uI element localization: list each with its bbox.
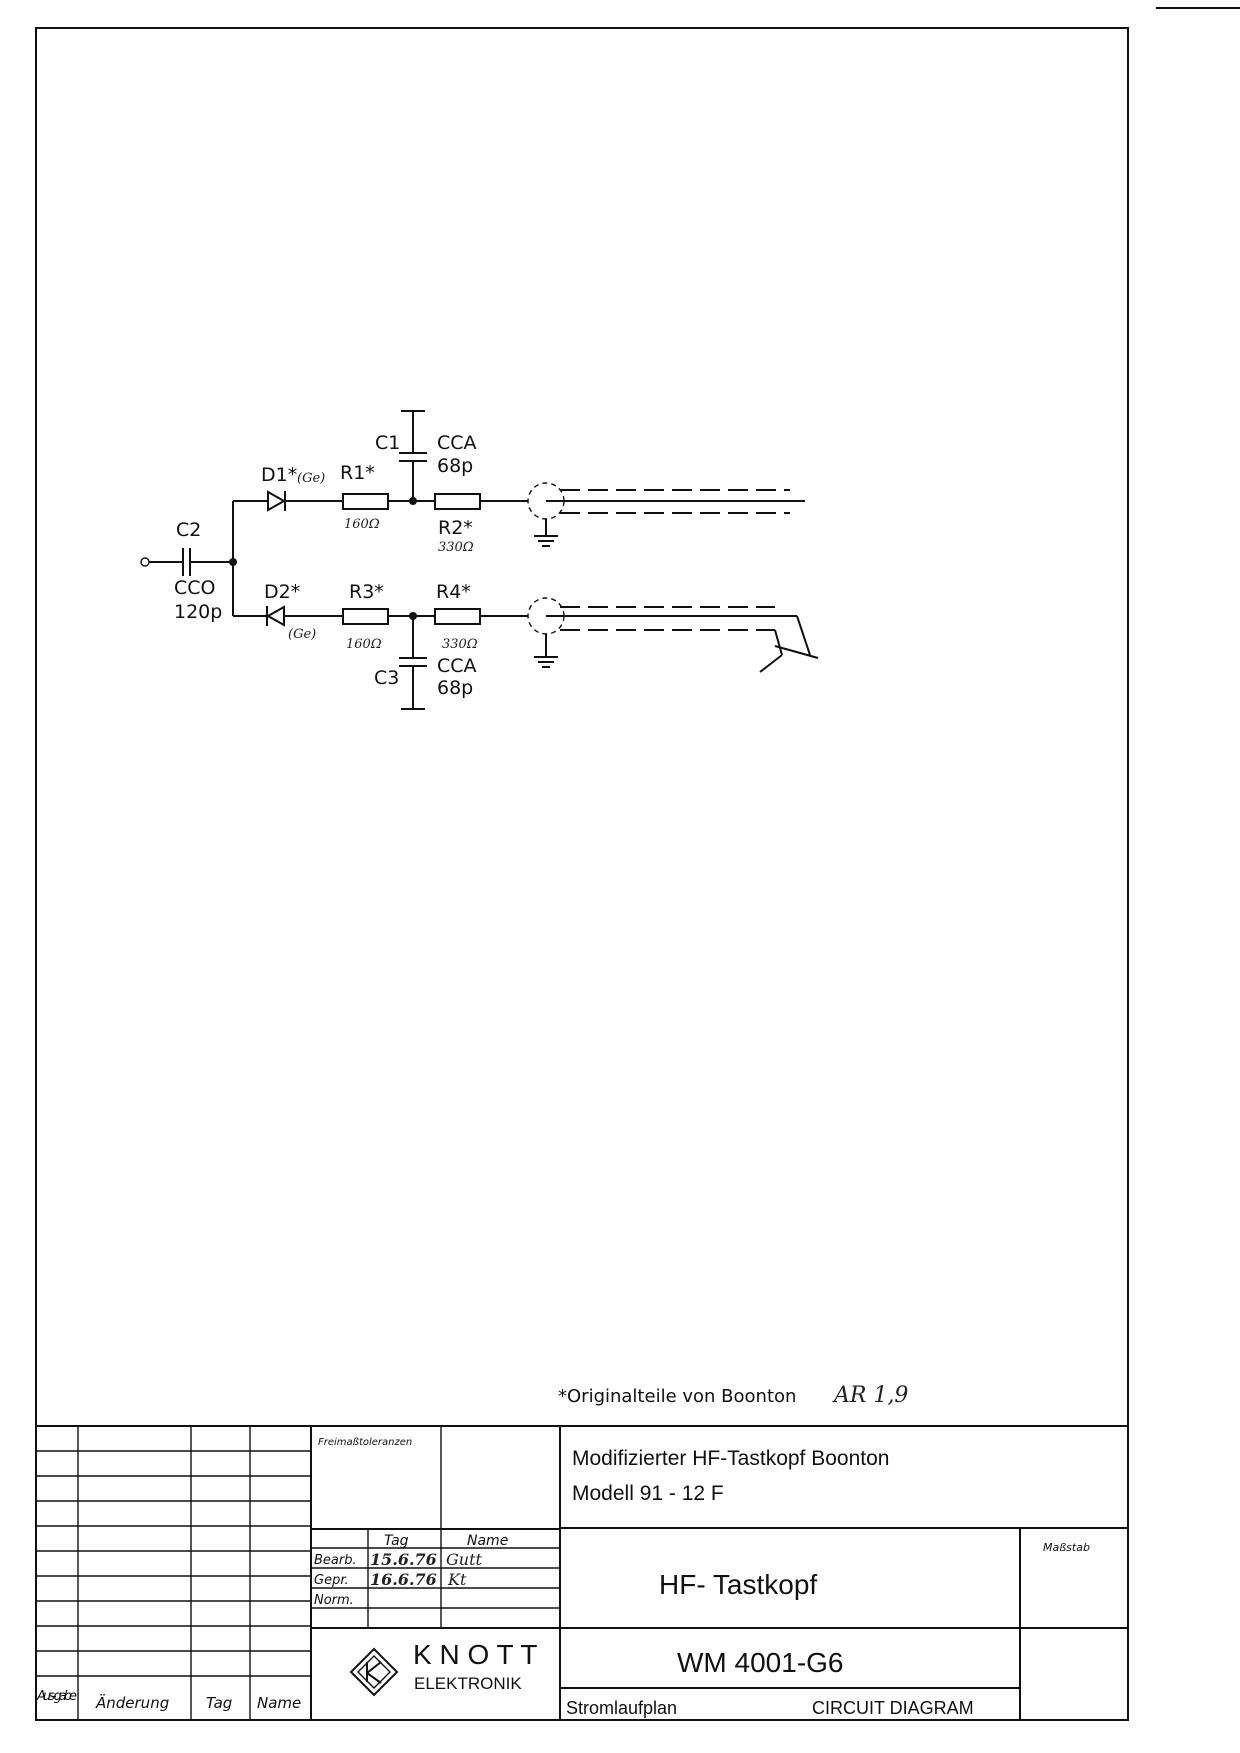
r3-ref: R3*	[349, 581, 384, 603]
resistor-r4	[434, 608, 481, 625]
c3-type: CCA	[437, 655, 477, 677]
c2-type: CCO	[174, 577, 216, 599]
drawing-number: WM 4001-G6	[677, 1647, 844, 1678]
company-name: K N O T T	[413, 1639, 537, 1670]
drawing-title: HF- Tastkopf	[659, 1569, 817, 1600]
knott-logo-icon	[349, 1647, 399, 1697]
c2-value: 120p	[174, 601, 222, 623]
d1-note: (Ge)	[297, 471, 325, 486]
c3-ref: C3	[374, 667, 399, 689]
approval-date: 16.6.76	[370, 1570, 437, 1589]
rev-header-aenderung: Änderung	[95, 1693, 169, 1712]
r2-ref: R2*	[438, 517, 473, 539]
description-line1: Modifizierter HF-Tastkopf Boonton	[572, 1447, 889, 1470]
r2-value: 330Ω	[438, 540, 474, 555]
description-line2: Modell 91 - 12 F	[572, 1482, 724, 1505]
revision-table-rows	[36, 1450, 311, 1677]
d2-note: (Ge)	[288, 627, 316, 642]
c3-value: 68p	[437, 677, 473, 699]
rev-header-ausgabe: Aus-gabe	[36, 1689, 77, 1704]
r3-value: 160Ω	[346, 637, 382, 652]
d1-ref: D1*	[261, 464, 297, 486]
diode-d2	[265, 605, 285, 627]
d2-ref: D2*	[264, 581, 300, 603]
approval-signature: Gutt	[446, 1550, 483, 1569]
title-block: Aus-gabe Änderung Tag Name Freimaßtolera…	[36, 1425, 1128, 1720]
rev-header-tag: Tag	[206, 1694, 232, 1712]
diode-d1	[267, 490, 287, 512]
approval-date: 15.6.76	[370, 1550, 437, 1569]
drawing-type-de: Stromlaufplan	[566, 1698, 677, 1718]
c1-type: CCA	[437, 432, 477, 454]
resistor-r3	[342, 608, 389, 625]
footnote-text: *Originalteile von Boonton	[558, 1386, 796, 1407]
approval-header-name: Name	[467, 1533, 508, 1549]
resistor-r2	[434, 493, 481, 510]
c2-ref: C2	[176, 519, 201, 541]
r4-value: 330Ω	[442, 637, 478, 652]
sheet-border	[35, 27, 1129, 1721]
c1-ref: C1	[375, 432, 400, 454]
approval-signature: Kt	[447, 1570, 467, 1589]
rev-header-name: Name	[257, 1694, 301, 1712]
approval-role: Norm.	[314, 1593, 354, 1608]
approval-header-tag: Tag	[384, 1533, 409, 1549]
c1-value: 68p	[437, 455, 473, 477]
approval-role: Bearb.	[314, 1553, 357, 1568]
input-terminal[interactable]	[140, 557, 150, 567]
footnote-handwritten: AR 1,9	[832, 1383, 908, 1408]
r1-ref: R1*	[340, 462, 375, 484]
resistor-r1	[342, 493, 389, 510]
approval-role: Gepr.	[314, 1573, 349, 1588]
r4-ref: R4*	[436, 581, 471, 603]
circuit-schematic: C2 CCO 120p C1 CCA 68p D1* (Ge) R1* 160Ω…	[140, 410, 819, 710]
drawing-type-en: CIRCUIT DIAGRAM	[812, 1698, 974, 1718]
r1-value: 160Ω	[344, 517, 380, 532]
company-subtitle: ELEKTRONIK	[414, 1674, 522, 1693]
tolerances-label: Freimaßtoleranzen	[318, 1437, 412, 1448]
scale-label: Maßstab	[1043, 1541, 1090, 1554]
